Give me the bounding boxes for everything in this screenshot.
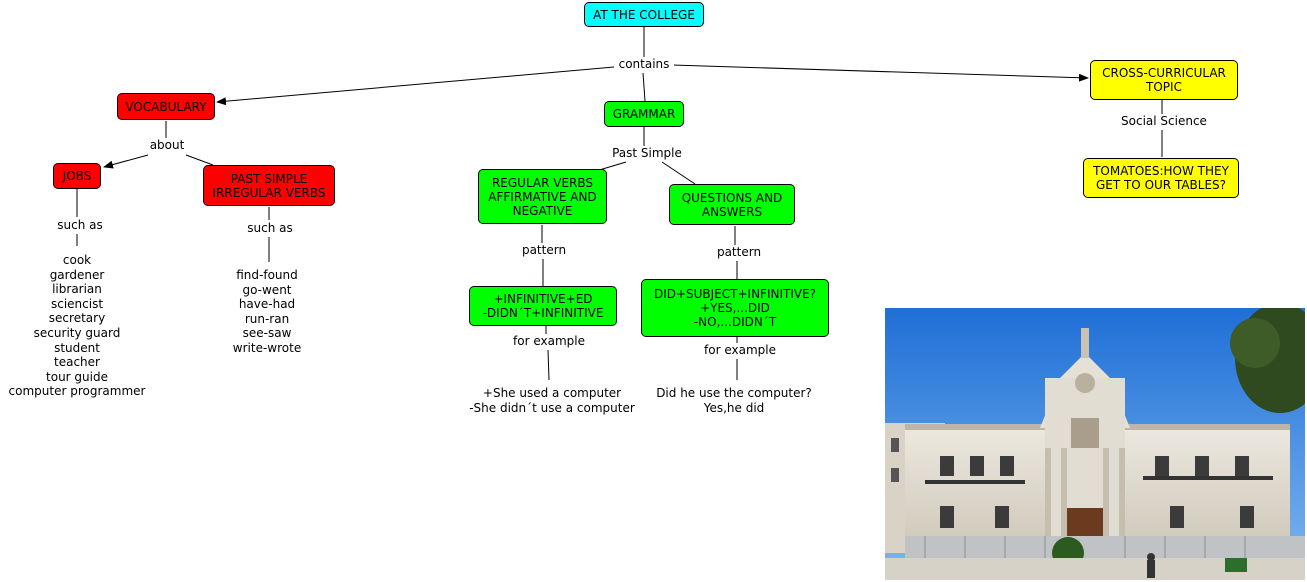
link-about: about (144, 138, 190, 152)
edge-about-irregular (185, 154, 214, 166)
question-examples: Did he use the computer? Yes,he did (656, 386, 812, 415)
link-such-as-jobs: such as (52, 218, 108, 232)
node-past-simple-irregular-verbs[interactable]: PAST SIMPLE IRREGULAR VERBS (203, 165, 335, 206)
node-cross-curricular-topic[interactable]: CROSS-CURRICULAR TOPIC (1090, 60, 1238, 100)
link-social-science: Social Science (1114, 114, 1214, 128)
edge-contains-cross (671, 64, 1089, 82)
node-regular-pattern[interactable]: +INFINITIVE+ED -DIDN´T+INFINITIVE (469, 286, 617, 326)
jobs-list: cook gardener librarian sciencist secret… (8, 253, 146, 399)
edge-contains-vocabulary (216, 66, 615, 106)
node-grammar[interactable]: GRAMMAR (604, 101, 684, 127)
edge-about-jobs (103, 154, 149, 169)
link-pattern-questions: pattern (711, 245, 767, 259)
edge-contains-grammar (642, 72, 646, 102)
node-jobs[interactable]: JOBS (53, 163, 101, 189)
link-past-simple: Past Simple (606, 146, 688, 160)
link-for-example-questions: for example (698, 343, 782, 357)
link-such-as-verbs: such as (242, 221, 298, 235)
node-at-the-college[interactable]: AT THE COLLEGE (584, 2, 704, 27)
university-building-photo (885, 308, 1305, 580)
node-questions-and-answers[interactable]: QUESTIONS AND ANSWERS (669, 184, 795, 225)
irregular-verbs-list: find-found go-went have-had run-ran see-… (232, 268, 302, 355)
edge-forexample-regularex (547, 349, 550, 381)
link-contains: contains (614, 57, 674, 71)
node-vocabulary[interactable]: VOCABULARY (117, 93, 215, 120)
link-pattern-regular: pattern (516, 243, 572, 257)
link-for-example-regular: for example (507, 334, 591, 348)
edge-pastsimple-questions (661, 161, 696, 185)
node-regular-verbs[interactable]: REGULAR VERBS AFFIRMATIVE AND NEGATIVE (478, 169, 607, 224)
node-question-pattern[interactable]: DID+SUBJECT+INFINITIVE? +YES,...DID -NO,… (641, 279, 829, 337)
node-tomatoes[interactable]: TOMATOES:HOW THEY GET TO OUR TABLES? (1083, 158, 1239, 198)
regular-examples: +She used a computer -She didn´t use a c… (469, 386, 635, 415)
